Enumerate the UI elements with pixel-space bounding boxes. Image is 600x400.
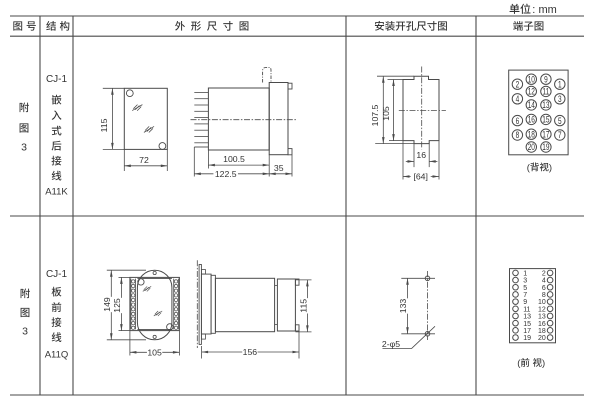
svg-text:4: 4: [542, 278, 546, 285]
svg-text:5: 5: [558, 116, 562, 126]
svg-text:2: 2: [542, 271, 546, 278]
svg-text:107.5: 107.5: [370, 104, 380, 126]
svg-text:[64]: [64]: [413, 172, 428, 182]
svg-text:19: 19: [542, 142, 549, 152]
svg-text:105: 105: [147, 347, 162, 357]
svg-text:17: 17: [523, 328, 531, 335]
svg-text:3: 3: [21, 141, 27, 153]
svg-text:4: 4: [516, 94, 520, 104]
svg-text:133: 133: [398, 299, 408, 314]
svg-text:149: 149: [102, 297, 112, 312]
svg-text:1: 1: [558, 79, 562, 89]
svg-text:16: 16: [416, 150, 426, 160]
svg-text:13: 13: [538, 314, 546, 321]
svg-text:17: 17: [542, 129, 549, 139]
svg-text:A11Q: A11Q: [45, 350, 69, 361]
svg-text:mm: mm: [539, 4, 557, 16]
svg-text:12: 12: [528, 87, 535, 97]
svg-text:72: 72: [139, 155, 149, 165]
svg-text:A11K: A11K: [45, 187, 68, 198]
svg-text:3: 3: [558, 94, 562, 104]
svg-text:100.5: 100.5: [223, 154, 245, 164]
svg-text:2-φ5: 2-φ5: [382, 339, 400, 349]
svg-text:15: 15: [523, 321, 531, 328]
svg-text:10: 10: [538, 299, 546, 306]
svg-text:6: 6: [516, 116, 520, 126]
svg-text:8: 8: [542, 292, 546, 299]
svg-text:156: 156: [243, 347, 258, 357]
svg-text:7: 7: [558, 130, 562, 140]
svg-text:13: 13: [523, 314, 531, 321]
svg-text:19: 19: [523, 335, 531, 342]
svg-text:8: 8: [516, 130, 520, 140]
svg-text:3: 3: [22, 325, 28, 337]
svg-text:(: (: [527, 163, 531, 174]
svg-text:18: 18: [528, 129, 536, 139]
svg-text:11: 11: [523, 306, 530, 313]
svg-text:1: 1: [523, 271, 527, 278]
svg-text:(: (: [517, 358, 521, 369]
svg-text:13: 13: [542, 100, 550, 110]
svg-text:16: 16: [538, 321, 546, 328]
svg-text:16: 16: [528, 115, 536, 125]
svg-text:20: 20: [528, 142, 536, 152]
svg-text:2: 2: [516, 79, 520, 89]
svg-text:CJ-1: CJ-1: [46, 269, 68, 280]
svg-text:3: 3: [523, 278, 527, 285]
svg-text:14: 14: [528, 100, 536, 110]
svg-text:105: 105: [381, 106, 391, 121]
svg-text:): ): [549, 163, 552, 174]
svg-text:115: 115: [298, 299, 308, 313]
svg-text:15: 15: [542, 115, 550, 125]
svg-text:): ): [542, 358, 545, 369]
svg-text:CJ-1: CJ-1: [46, 74, 68, 85]
svg-text:7: 7: [523, 292, 527, 299]
svg-text:115: 115: [99, 118, 109, 132]
svg-text:6: 6: [542, 285, 546, 292]
svg-text::: :: [532, 4, 535, 16]
svg-text:9: 9: [523, 299, 527, 306]
svg-text:10: 10: [528, 74, 536, 84]
svg-text:18: 18: [538, 328, 546, 335]
svg-text:20: 20: [538, 335, 546, 342]
svg-text:9: 9: [544, 74, 548, 84]
svg-text:122.5: 122.5: [215, 169, 237, 179]
svg-text:125: 125: [112, 298, 122, 313]
svg-text:11: 11: [543, 87, 550, 97]
svg-text:5: 5: [523, 285, 527, 292]
svg-text:12: 12: [538, 306, 546, 313]
svg-text:35: 35: [274, 163, 284, 173]
